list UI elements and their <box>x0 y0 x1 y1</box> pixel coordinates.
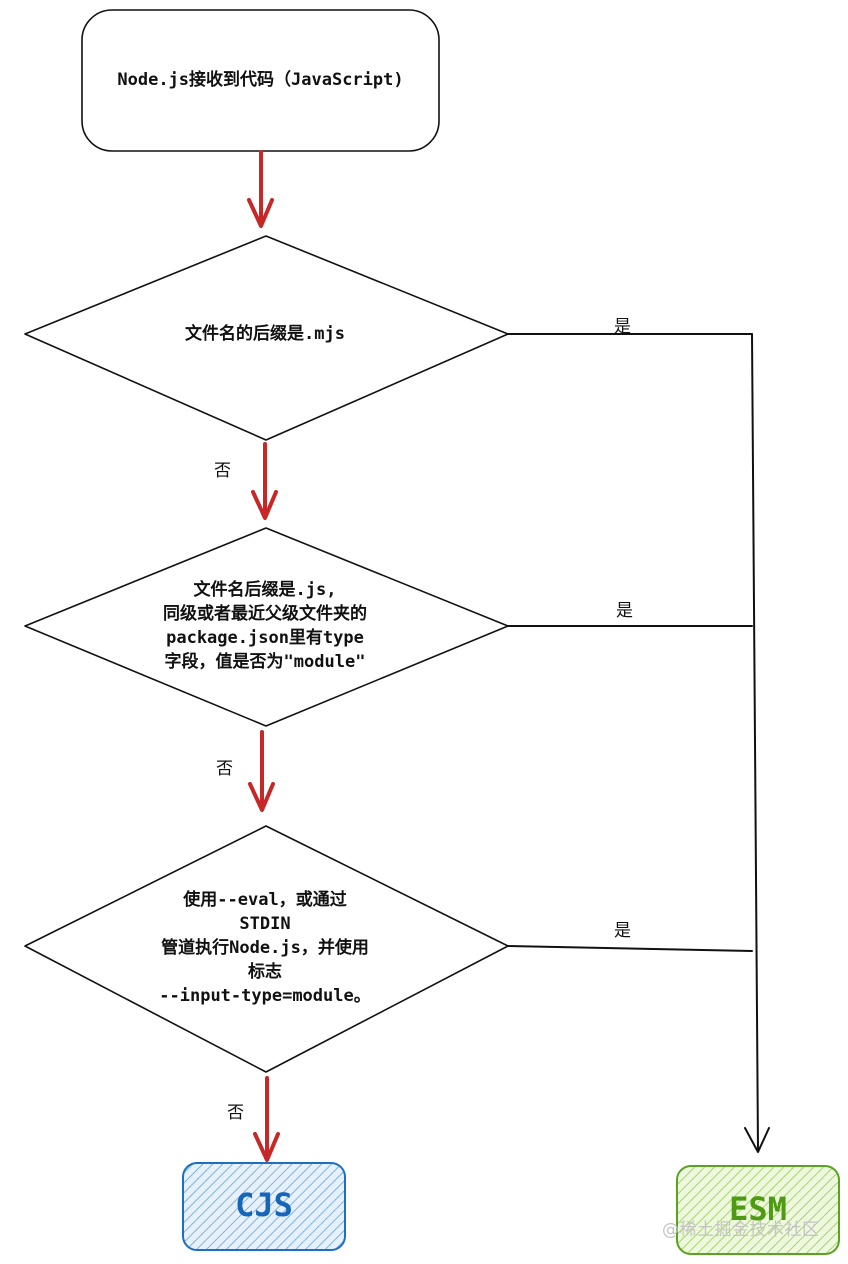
decision-2-line-1: 文件名后缀是.js, <box>193 580 337 600</box>
decision-1-no-label: 否 <box>214 461 231 481</box>
decision-1-line-1: 文件名的后缀是.mjs <box>185 324 345 344</box>
decision-1-label: 文件名的后缀是.mjs <box>120 322 410 346</box>
decision-1-diamond <box>24 235 509 441</box>
arrow-decision-1-to-decision-2 <box>251 442 278 520</box>
start-node-label: Node.js接收到代码（JavaScript) <box>117 70 404 90</box>
esm-label: ESM <box>729 1190 787 1228</box>
arrow-start-to-decision-1 <box>247 150 274 228</box>
decision-3-label: 使用--eval，或通过 STDIN 管道执行Node.js，并使用 标志 --… <box>90 888 440 1008</box>
yes-branch-lines <box>507 333 770 1153</box>
decision-2-line-4: 字段，值是否为"module" <box>164 652 366 672</box>
arrow-decision-3-to-cjs <box>253 1076 280 1162</box>
decision-3-line-1: 使用--eval，或通过 <box>183 890 347 910</box>
decision-1-yes-label: 是 <box>614 317 631 337</box>
decision-2-label: 文件名后缀是.js, 同级或者最近父级文件夹的 package.json里有ty… <box>100 578 430 674</box>
decision-3-no-label: 否 <box>227 1103 244 1123</box>
decision-2-no-label: 否 <box>216 759 233 779</box>
cjs-label: CJS <box>235 1186 293 1224</box>
watermark-text: @稀土掘金技术社区 <box>662 1220 820 1240</box>
arrow-decision-2-to-decision-3 <box>248 730 275 812</box>
cjs-box <box>182 1162 346 1251</box>
decision-3-line-4: 标志 <box>248 962 282 982</box>
decision-2-yes-label: 是 <box>616 601 633 621</box>
decision-2-diamond <box>24 527 509 727</box>
decision-3-line-2: STDIN <box>239 914 291 934</box>
decision-3-line-5: --input-type=module。 <box>159 986 371 1006</box>
decision-3-diamond <box>24 825 509 1073</box>
decision-3-line-3: 管道执行Node.js，并使用 <box>161 938 369 958</box>
decision-3-yes-label: 是 <box>614 921 631 941</box>
decision-2-line-2: 同级或者最近父级文件夹的 <box>163 604 367 624</box>
esm-box <box>676 1165 840 1255</box>
decision-2-line-3: package.json里有type <box>166 628 364 648</box>
